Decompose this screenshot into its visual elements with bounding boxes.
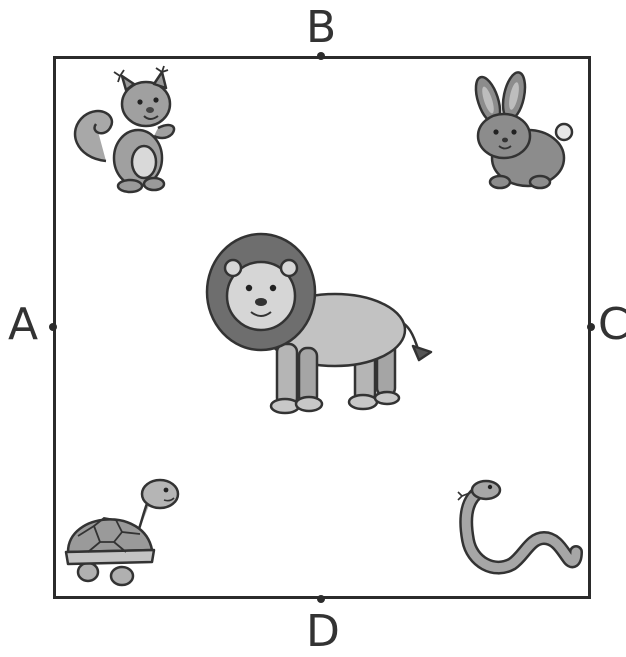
midpoint-dot-b [317, 52, 325, 60]
rabbit-icon [466, 74, 576, 194]
label-c: C [598, 303, 626, 347]
midpoint-dot-a [49, 323, 57, 331]
label-b: B [306, 6, 336, 50]
label-d: D [306, 610, 340, 654]
squirrel-icon [66, 66, 191, 196]
turtle-icon [64, 476, 184, 591]
midpoint-dot-d [317, 595, 325, 603]
label-a: A [8, 303, 38, 347]
midpoint-dot-c [587, 323, 595, 331]
lion-icon [205, 230, 440, 425]
snake-icon [452, 478, 582, 590]
